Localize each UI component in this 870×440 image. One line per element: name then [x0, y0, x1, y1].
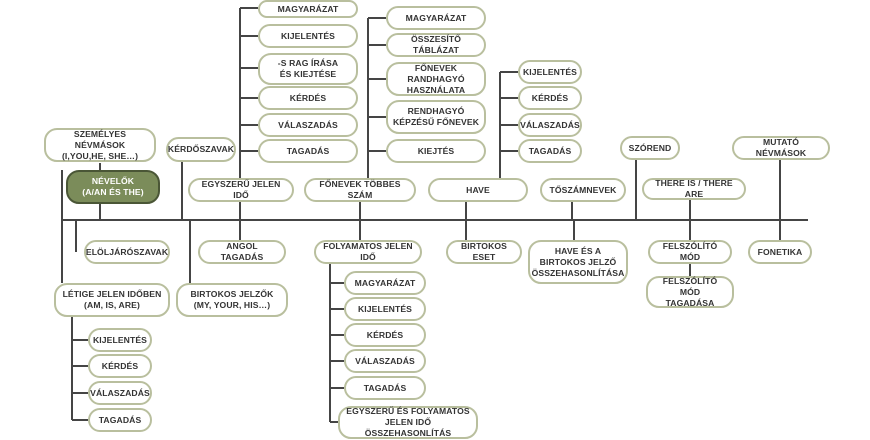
node-ej-valaszadas[interactable]: VÁLASZADÁS: [258, 113, 358, 137]
node-ft-rendhagyo-kepzesu[interactable]: RENDHAGYÓ KÉPZÉSŰ FŐNEVEK: [386, 100, 486, 134]
node-mutato-nevmasok[interactable]: MUTATÓ NÉVMÁSOK: [732, 136, 830, 160]
node-egyszeru-jelen-ido[interactable]: EGYSZERŰ JELEN IDŐ: [188, 178, 294, 202]
node-felszolito-tagadasa[interactable]: FELSZÓLÍTÓ MÓD TAGADÁSA: [646, 276, 734, 308]
node-fj-kijelentes[interactable]: KIJELENTÉS: [344, 297, 426, 321]
node-have[interactable]: HAVE: [428, 178, 528, 202]
node-kerdoszavak[interactable]: KÉRDŐSZAVAK: [166, 137, 236, 162]
node-szemelyes-nevmasok[interactable]: SZEMÉLYES NÉVMÁSOK (I,YOU,HE, SHE…): [44, 128, 156, 162]
node-ej-kerdes[interactable]: KÉRDÉS: [258, 86, 358, 110]
node-have-kijelentes[interactable]: KIJELENTÉS: [518, 60, 582, 84]
node-have-valaszadas[interactable]: VÁLASZADÁS: [518, 113, 582, 137]
node-fj-kerdes[interactable]: KÉRDÉS: [344, 323, 426, 347]
node-ej-kijelentes[interactable]: KIJELENTÉS: [258, 24, 358, 48]
node-ft-osszesito[interactable]: ÖSSZESÍTŐ TÁBLÁZAT: [386, 33, 486, 57]
node-toszamnevek[interactable]: TŐSZÁMNEVEK: [540, 178, 626, 202]
node-there-is[interactable]: THERE IS / THERE ARE: [642, 178, 746, 200]
node-fj-valaszadas[interactable]: VÁLASZADÁS: [344, 349, 426, 373]
node-ej-magyarazat[interactable]: MAGYARÁZAT: [258, 0, 358, 18]
node-letige-kerdes[interactable]: KÉRDÉS: [88, 354, 152, 378]
node-ft-magyarazat[interactable]: MAGYARÁZAT: [386, 6, 486, 30]
node-ej-s-rag[interactable]: -S RAG ÍRÁSA ÉS KIEJTÉSE: [258, 53, 358, 85]
node-fj-osszehasonlitas[interactable]: EGYSZERŰ ÉS FOLYAMATOS JELEN IDŐ ÖSSZEHA…: [338, 406, 478, 439]
node-letige-kijelentes[interactable]: KIJELENTÉS: [88, 328, 152, 352]
node-ej-tagadas[interactable]: TAGADÁS: [258, 139, 358, 163]
node-letige-valaszadas[interactable]: VÁLASZADÁS: [88, 381, 152, 405]
node-szorend[interactable]: SZÓREND: [620, 136, 680, 160]
node-birtokos-jelzok[interactable]: BIRTOKOS JELZŐK (MY, YOUR, HIS…): [176, 283, 288, 317]
node-letige[interactable]: LÉTIGE JELEN IDŐBEN (AM, IS, ARE): [54, 283, 170, 317]
node-angol-tagadas[interactable]: ANGOL TAGADÁS: [198, 240, 286, 264]
node-ft-randhagyo[interactable]: FŐNEVEK RANDHAGYÓ HASZNÁLATA: [386, 62, 486, 96]
node-felszolito-mod[interactable]: FELSZÓLÍTÓ MÓD: [648, 240, 732, 264]
node-nevelok[interactable]: NÉVELŐK (A/AN ÉS THE): [66, 170, 160, 204]
node-have-kerdes[interactable]: KÉRDÉS: [518, 86, 582, 110]
node-fonetika[interactable]: FONETIKA: [748, 240, 812, 264]
node-fj-tagadas[interactable]: TAGADÁS: [344, 376, 426, 400]
node-birtokos-eset[interactable]: BIRTOKOS ESET: [446, 240, 522, 264]
node-have-birtokos[interactable]: HAVE ÉS A BIRTOKOS JELZŐ ÖSSZEHASONLÍTÁS…: [528, 240, 628, 284]
node-ft-kiejtes[interactable]: KIEJTÉS: [386, 139, 486, 163]
node-eloljaroszavak[interactable]: ELÖLJÁRÓSZAVAK: [84, 240, 170, 264]
node-have-tagadas[interactable]: TAGADÁS: [518, 139, 582, 163]
node-letige-tagadas[interactable]: TAGADÁS: [88, 408, 152, 432]
node-fonevek-tobbes-szam[interactable]: FŐNEVEK TÖBBES SZÁM: [304, 178, 416, 202]
node-fj-magyarazat[interactable]: MAGYARÁZAT: [344, 271, 426, 295]
node-folyamatos-jelen-ido[interactable]: FOLYAMATOS JELEN IDŐ: [314, 240, 422, 264]
